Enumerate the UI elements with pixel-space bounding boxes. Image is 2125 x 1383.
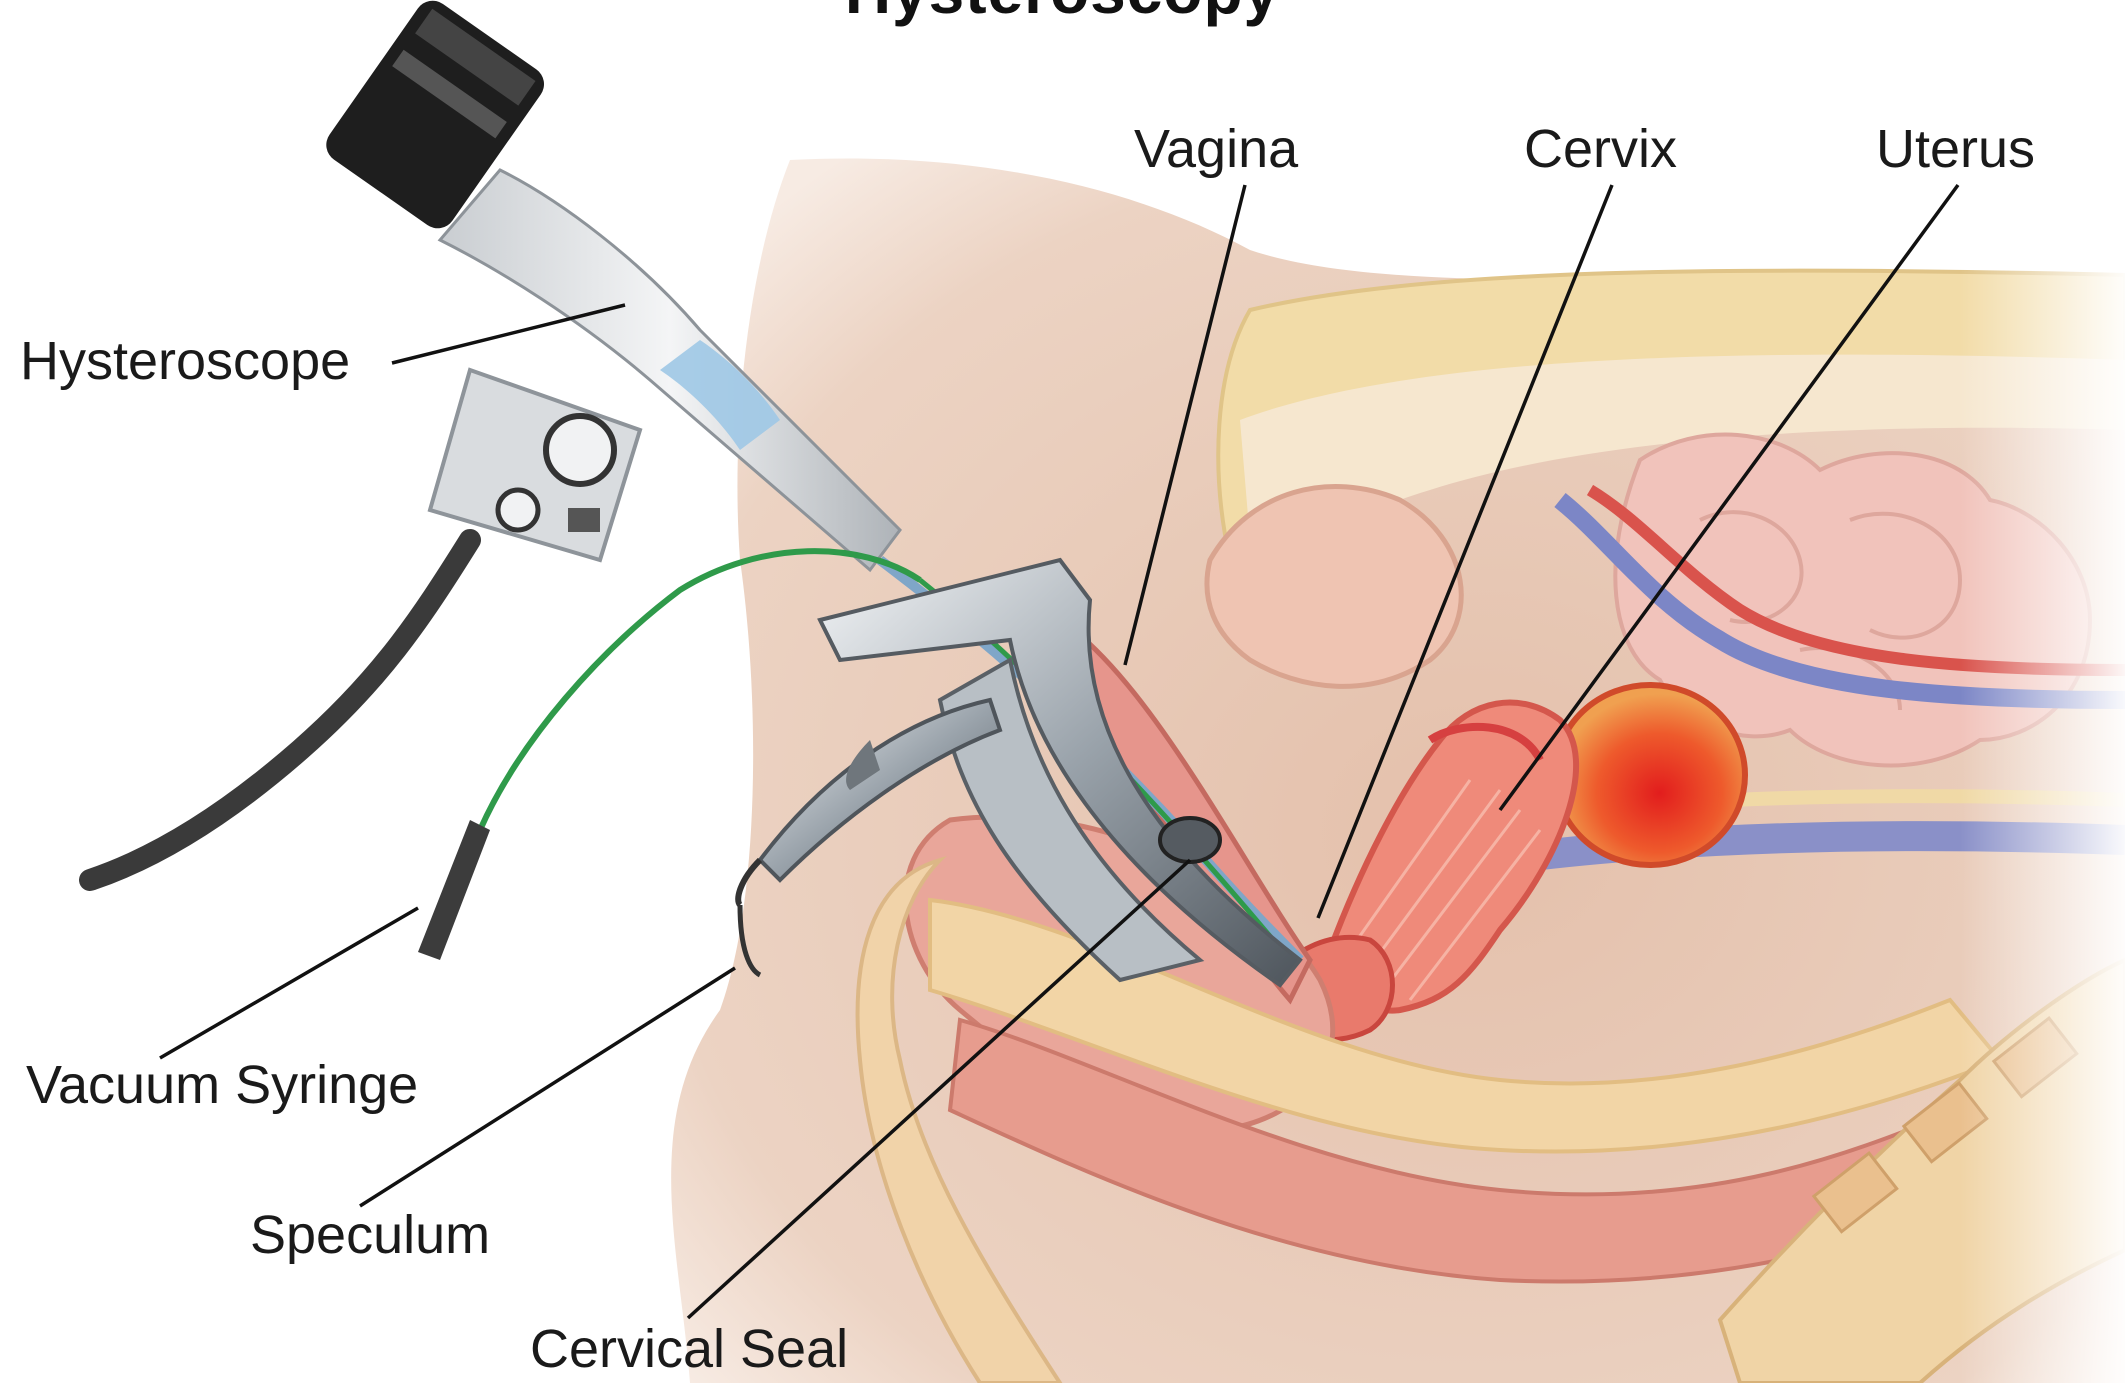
pelvic-cross-section bbox=[671, 0, 2125, 1383]
label-cervix: Cervix bbox=[1524, 118, 1677, 180]
label-vacuum-syringe: Vacuum Syringe bbox=[26, 1054, 418, 1116]
label-vagina: Vagina bbox=[1134, 118, 1298, 180]
label-cervical-seal: Cervical Seal bbox=[530, 1318, 848, 1380]
label-hysteroscope: Hysteroscope bbox=[20, 330, 350, 392]
control-box bbox=[430, 370, 640, 560]
cervical-seal-ring bbox=[1160, 818, 1220, 862]
uterine-cavity bbox=[1555, 685, 1745, 865]
leader-vacuum-syringe bbox=[160, 908, 418, 1058]
label-uterus: Uterus bbox=[1876, 118, 2035, 180]
label-speculum: Speculum bbox=[250, 1204, 490, 1266]
figure-title: Hysteroscopy bbox=[0, 0, 2125, 28]
